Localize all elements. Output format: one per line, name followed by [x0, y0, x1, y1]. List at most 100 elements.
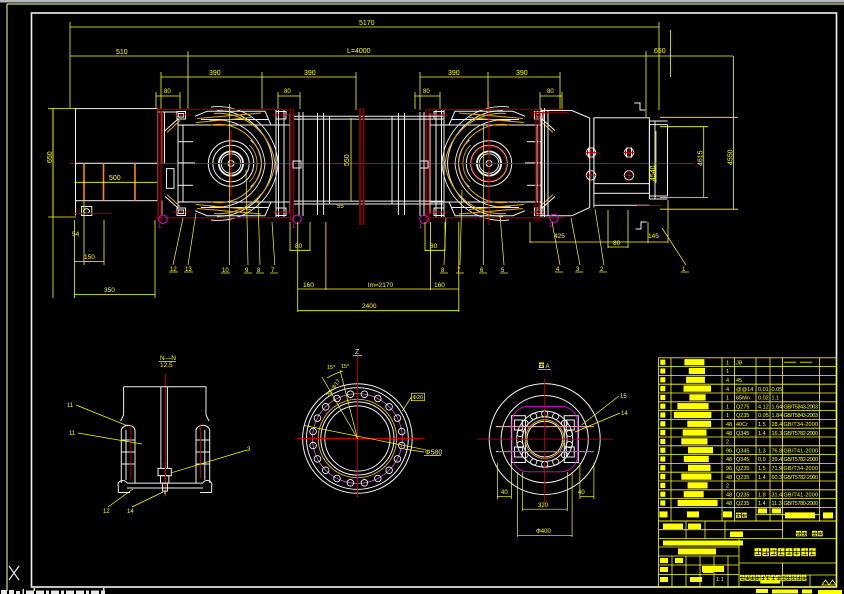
svg-text:4.12: 4.12 [758, 404, 769, 410]
svg-text:650: 650 [654, 48, 666, 55]
svg-text:Q345: Q345 [736, 448, 749, 454]
svg-text:48: 48 [726, 492, 732, 498]
svg-text:160: 160 [434, 282, 445, 289]
svg-text:500: 500 [109, 175, 121, 182]
svg-text:48: 48 [726, 457, 732, 463]
svg-text:1.4: 1.4 [758, 431, 766, 437]
svg-text:12.5: 12.5 [160, 362, 173, 369]
svg-text:0.05: 0.05 [758, 413, 769, 419]
svg-text:Q345: Q345 [736, 457, 749, 463]
svg-text:13: 13 [185, 267, 192, 273]
svg-text:71.9: 71.9 [772, 466, 783, 472]
svg-text:GB/T34-2000: GB/T34-2000 [784, 466, 819, 472]
svg-text:350: 350 [104, 287, 115, 294]
svg-text:80: 80 [547, 89, 554, 95]
svg-text:4550: 4550 [728, 149, 735, 165]
svg-text:80: 80 [430, 243, 438, 250]
svg-text:15°: 15° [341, 364, 349, 370]
svg-text:45: 45 [736, 378, 742, 384]
svg-text:1:1: 1:1 [716, 577, 724, 583]
svg-text:14: 14 [127, 509, 134, 515]
svg-text:145: 145 [648, 233, 659, 240]
svg-text:80: 80 [613, 240, 621, 247]
svg-text:Q235: Q235 [736, 413, 749, 419]
svg-text:1: 1 [726, 413, 729, 419]
svg-text:31.4: 31.4 [772, 492, 783, 498]
svg-text:Q235: Q235 [736, 492, 749, 498]
svg-text:15°: 15° [327, 365, 335, 371]
svg-text:39.4: 39.4 [772, 457, 783, 463]
svg-text:11: 11 [69, 431, 76, 437]
svg-text:4540: 4540 [650, 165, 657, 181]
svg-text:160: 160 [303, 282, 314, 289]
svg-text:5170: 5170 [359, 20, 375, 27]
svg-text:80: 80 [164, 89, 171, 95]
svg-text:1: 1 [158, 224, 162, 230]
svg-text:2400: 2400 [362, 303, 377, 310]
svg-text:2: 2 [726, 440, 729, 446]
svg-text:390: 390 [448, 70, 460, 77]
svg-text:0.01: 0.01 [758, 387, 769, 393]
svg-text:12: 12 [170, 267, 177, 273]
svg-text:1.1: 1.1 [772, 396, 780, 402]
svg-text:510: 510 [116, 49, 128, 56]
svg-text:1.64: 1.64 [772, 404, 783, 410]
svg-text:GB/T5780-2000: GB/T5780-2000 [784, 501, 819, 507]
svg-text:0.05: 0.05 [772, 387, 783, 393]
svg-text:650: 650 [47, 151, 54, 163]
svg-text:4615: 4615 [698, 150, 705, 166]
svg-text:1: 1 [726, 360, 729, 366]
svg-text:48: 48 [726, 431, 732, 437]
svg-text:Φ20: Φ20 [413, 395, 424, 401]
svg-text:GB/T5782-2000: GB/T5782-2000 [784, 475, 819, 481]
svg-text:80: 80 [423, 89, 430, 95]
svg-text:390: 390 [304, 70, 316, 77]
svg-text:1.84: 1.84 [772, 413, 783, 419]
svg-text:1.4: 1.4 [758, 475, 766, 481]
svg-text:N—N: N—N [160, 355, 176, 362]
svg-text:15: 15 [620, 394, 627, 400]
svg-text:1: 1 [549, 223, 553, 229]
svg-text:55: 55 [337, 204, 344, 210]
svg-text:Q235: Q235 [736, 466, 749, 472]
svg-text:3: 3 [247, 447, 251, 453]
svg-text:60.3: 60.3 [772, 475, 783, 481]
svg-text:10: 10 [222, 268, 229, 274]
svg-text:9: 9 [245, 268, 249, 274]
svg-text:GB/T5843-2003: GB/T5843-2003 [784, 404, 819, 410]
svg-text:Φ400: Φ400 [536, 529, 551, 535]
svg-text:Q345: Q345 [736, 431, 749, 437]
svg-text:48: 48 [726, 422, 732, 428]
svg-text:0.9: 0.9 [758, 457, 766, 463]
svg-text:48: 48 [726, 475, 732, 481]
svg-text:8: 8 [441, 268, 445, 274]
svg-text:12: 12 [103, 509, 110, 515]
svg-text:150: 150 [84, 254, 95, 261]
svg-text:40: 40 [578, 490, 585, 496]
svg-text:7: 7 [271, 268, 275, 274]
svg-text:Z: Z [355, 349, 360, 356]
svg-text:1.5: 1.5 [758, 422, 766, 428]
svg-text:2: 2 [726, 484, 729, 490]
svg-text:GB/T5782-2000: GB/T5782-2000 [784, 431, 819, 437]
svg-text:A: A [546, 364, 550, 370]
svg-text:Φ580: Φ580 [425, 450, 442, 457]
svg-text:1: 1 [726, 404, 729, 410]
svg-text:28.4: 28.4 [772, 422, 783, 428]
svg-text:40Cr: 40Cr [736, 422, 748, 428]
svg-text:425: 425 [554, 233, 565, 240]
svg-text:1: 1 [726, 396, 729, 402]
svg-text:1: 1 [419, 224, 423, 230]
svg-text:96: 96 [726, 448, 732, 454]
svg-text:76.8: 76.8 [772, 448, 783, 454]
svg-text:16.3: 16.3 [772, 431, 783, 437]
svg-text:390: 390 [516, 70, 528, 77]
svg-text:JB: JB [736, 360, 743, 366]
svg-text:GB/T41-2000: GB/T41-2000 [784, 448, 819, 454]
svg-text:Q235: Q235 [736, 475, 749, 481]
svg-text:4: 4 [726, 387, 729, 393]
svg-text:390: 390 [209, 70, 221, 77]
svg-text:GB/T5843-2003: GB/T5843-2003 [784, 413, 819, 419]
svg-text:1.5: 1.5 [758, 466, 766, 472]
svg-text:11.3: 11.3 [772, 501, 782, 507]
